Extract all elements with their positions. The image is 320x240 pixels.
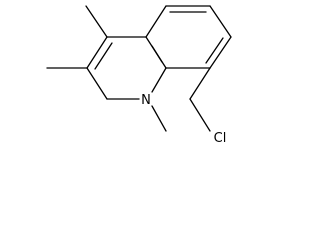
methyl-groups <box>46 5 167 132</box>
methyl-bond-c4 <box>85 5 108 38</box>
nitrogen-label: N <box>141 93 151 108</box>
chloromethyl-group <box>189 67 211 132</box>
ch2-cl-bond <box>189 98 211 132</box>
double-bond-c7-c8 <box>205 37 224 64</box>
double-bond-c4-c3 <box>94 42 113 70</box>
dihydropyridine-ring <box>86 36 167 100</box>
bond-c4a-c5 <box>145 5 167 38</box>
chemical-structure: N Cl <box>46 5 232 145</box>
bond-c4-c3 <box>86 36 108 69</box>
chlorine-label: Cl <box>214 131 227 145</box>
methyl-bond-n1 <box>151 105 167 132</box>
bond-n1-c8a <box>151 67 167 93</box>
bond-c7-c8 <box>209 36 232 69</box>
ch2-bond-c8 <box>189 67 211 100</box>
bond-c3-c2 <box>86 67 108 100</box>
double-bond-c8a-c4a <box>151 45 163 63</box>
benzene-ring <box>145 5 232 69</box>
bond-c6-c7 <box>209 5 232 38</box>
